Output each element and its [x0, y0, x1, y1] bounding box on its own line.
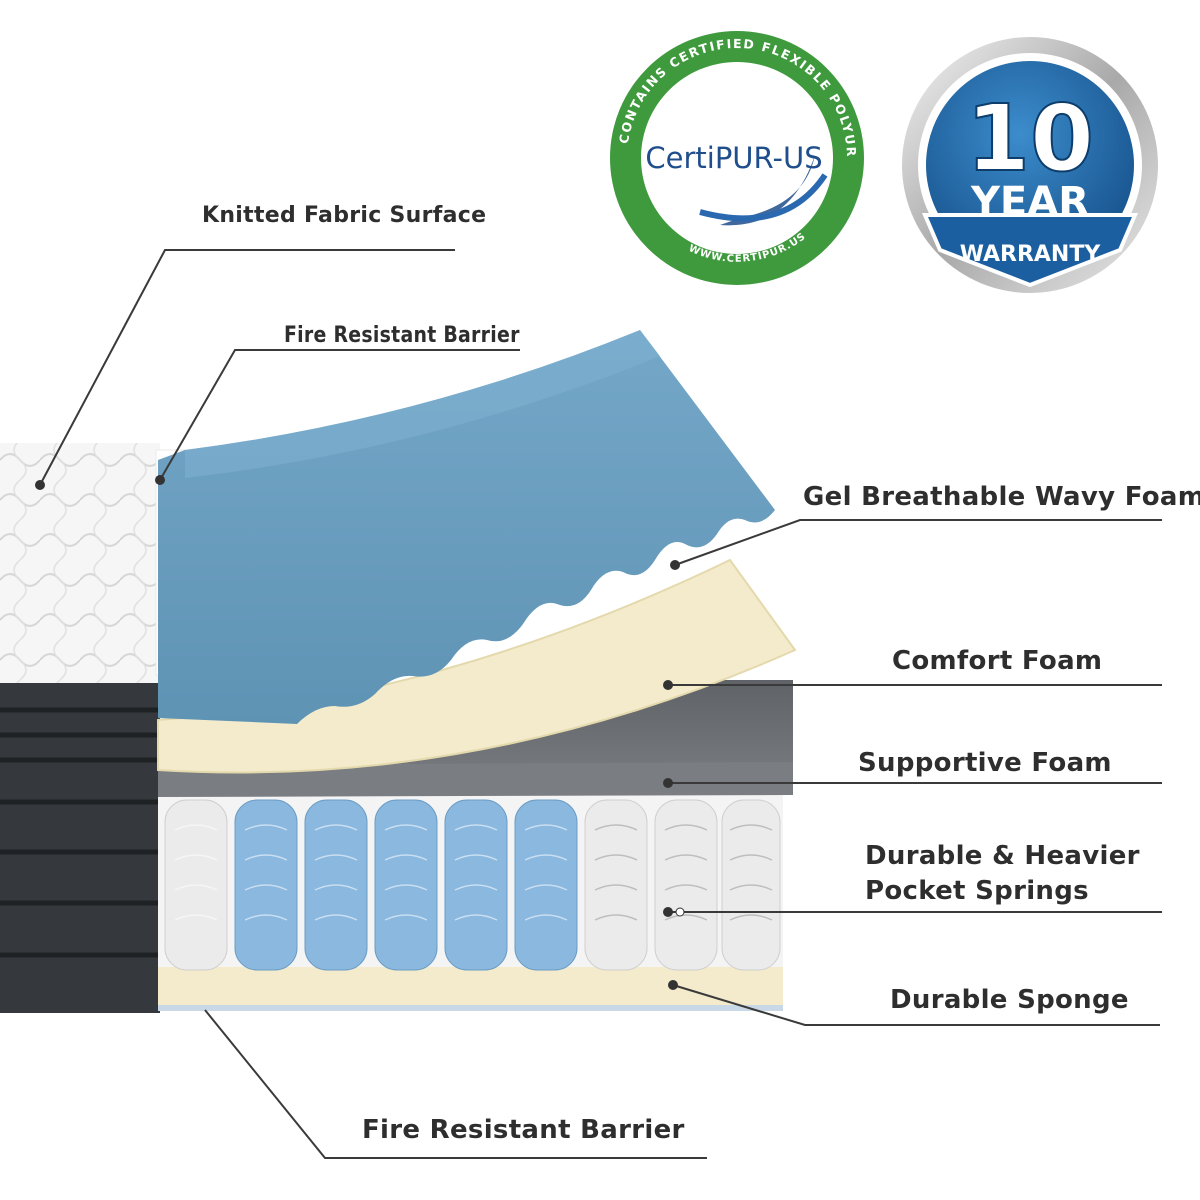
mattress-cover [0, 443, 160, 1013]
leader-fire-bottom [204, 1009, 707, 1159]
label-fire-resistant-barrier-top: Fire Resistant Barrier [284, 323, 520, 348]
pocket-springs [164, 799, 781, 971]
warranty-unit: YEAR [970, 179, 1089, 225]
leader-gel [674, 519, 1162, 566]
certipur-swoosh-icon [720, 155, 815, 226]
gel-foam-highlight [185, 330, 660, 478]
label-pocket-springs-line1: Durable & Heavier [865, 841, 1140, 871]
leader-knitted [39, 249, 455, 486]
gel-wavy-foam-layer [158, 330, 775, 724]
label-durable-sponge: Durable Sponge [890, 985, 1129, 1015]
label-fire-resistant-barrier-bottom: Fire Resistant Barrier [362, 1115, 685, 1145]
leader-dots [35, 475, 685, 990]
warranty-number: 10 [966, 85, 1094, 192]
certipur-center [641, 62, 833, 254]
certipur-brand: CertiPUR-US [645, 141, 822, 175]
label-gel-breathable-wavy-foam: Gel Breathable Wavy Foam [803, 482, 1200, 512]
warranty-badge: 10 YEAR WARRANTY [902, 37, 1158, 293]
certipur-swoosh-line [699, 173, 828, 222]
label-comfort-foam: Comfort Foam [892, 646, 1103, 676]
cover-quilt-lines [0, 707, 160, 958]
label-supportive-foam: Supportive Foam [858, 748, 1112, 778]
label-knitted-fabric-surface: Knitted Fabric Surface [202, 203, 487, 228]
leader-fire-top [159, 349, 520, 481]
knitted-fabric-top [0, 443, 160, 683]
bottom-barrier-strip [158, 1005, 783, 1011]
leader-lines [39, 249, 1162, 1159]
certipur-badge: CONTAINS CERTIFIED FLEXIBLE POLYURETHANE… [0, 0, 864, 285]
label-pocket-springs-line2: Pocket Springs [865, 876, 1089, 906]
cover-side [0, 683, 160, 1013]
warranty-ribbon [921, 213, 1139, 288]
leader-sponge [672, 984, 1160, 1026]
durable-sponge-layer [158, 965, 783, 1010]
warranty-ribbon-text: WARRANTY [960, 242, 1102, 267]
